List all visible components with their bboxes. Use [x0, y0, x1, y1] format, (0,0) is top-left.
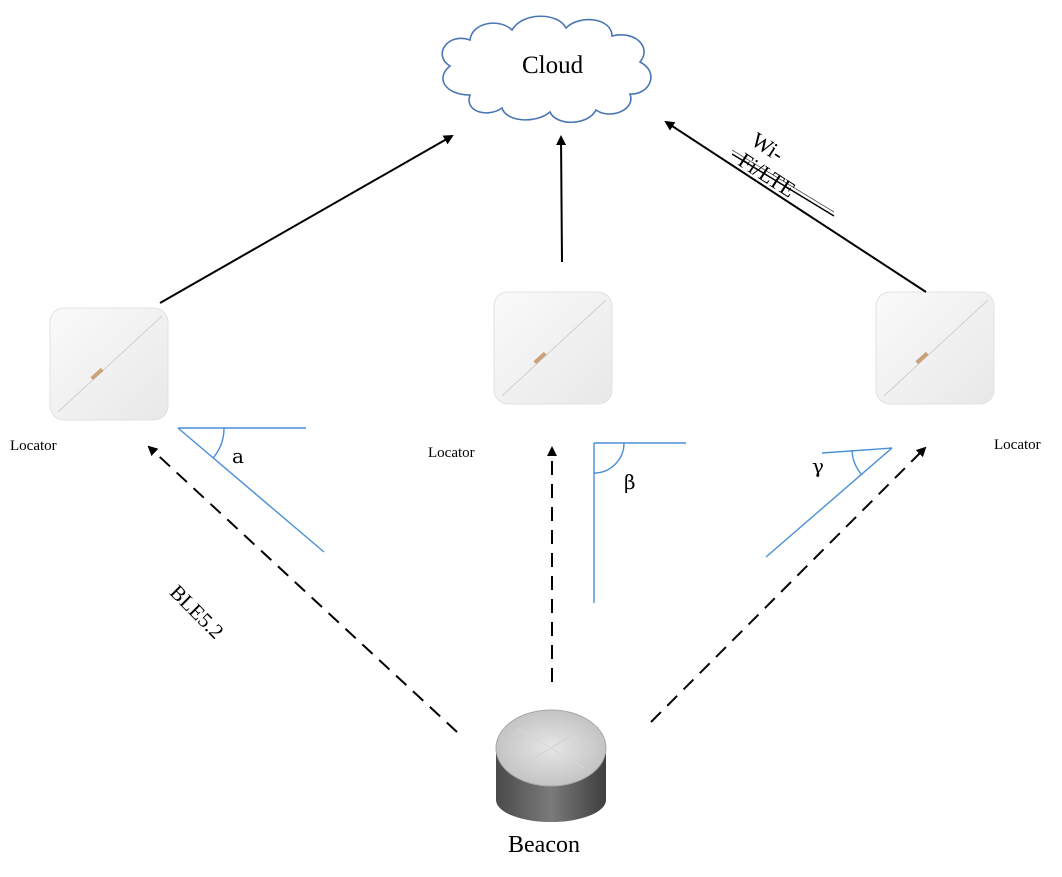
angle-label-gamma: γ [812, 454, 824, 478]
wifi-underline [731, 153, 835, 217]
uplink-arrow-middle [556, 135, 567, 263]
locator-label-right: Locator [994, 437, 1041, 453]
locator-label-left: Locator [10, 438, 57, 454]
uplink-arrow-right [664, 120, 927, 293]
locator-device-left [49, 307, 169, 421]
cloud-shape [441, 15, 652, 123]
angle-marker-gamma [765, 447, 893, 558]
ble-arrow-right [650, 446, 927, 723]
wifi-underline-2 [731, 149, 835, 213]
angle-label-beta: β [624, 470, 636, 494]
beacon-device [495, 709, 607, 822]
beacon-label: Beacon [508, 832, 580, 858]
locator-device-right [875, 291, 995, 405]
ble-arrow-left [147, 445, 458, 733]
angle-label-alpha: a [232, 444, 244, 468]
locator-device-middle [493, 291, 613, 405]
cloud-label: Cloud [522, 52, 584, 79]
angle-marker-alpha [177, 427, 325, 553]
angle-marker-beta [593, 442, 686, 603]
locator-label-middle: Locator [428, 445, 475, 461]
uplink-arrow-left [159, 135, 454, 304]
